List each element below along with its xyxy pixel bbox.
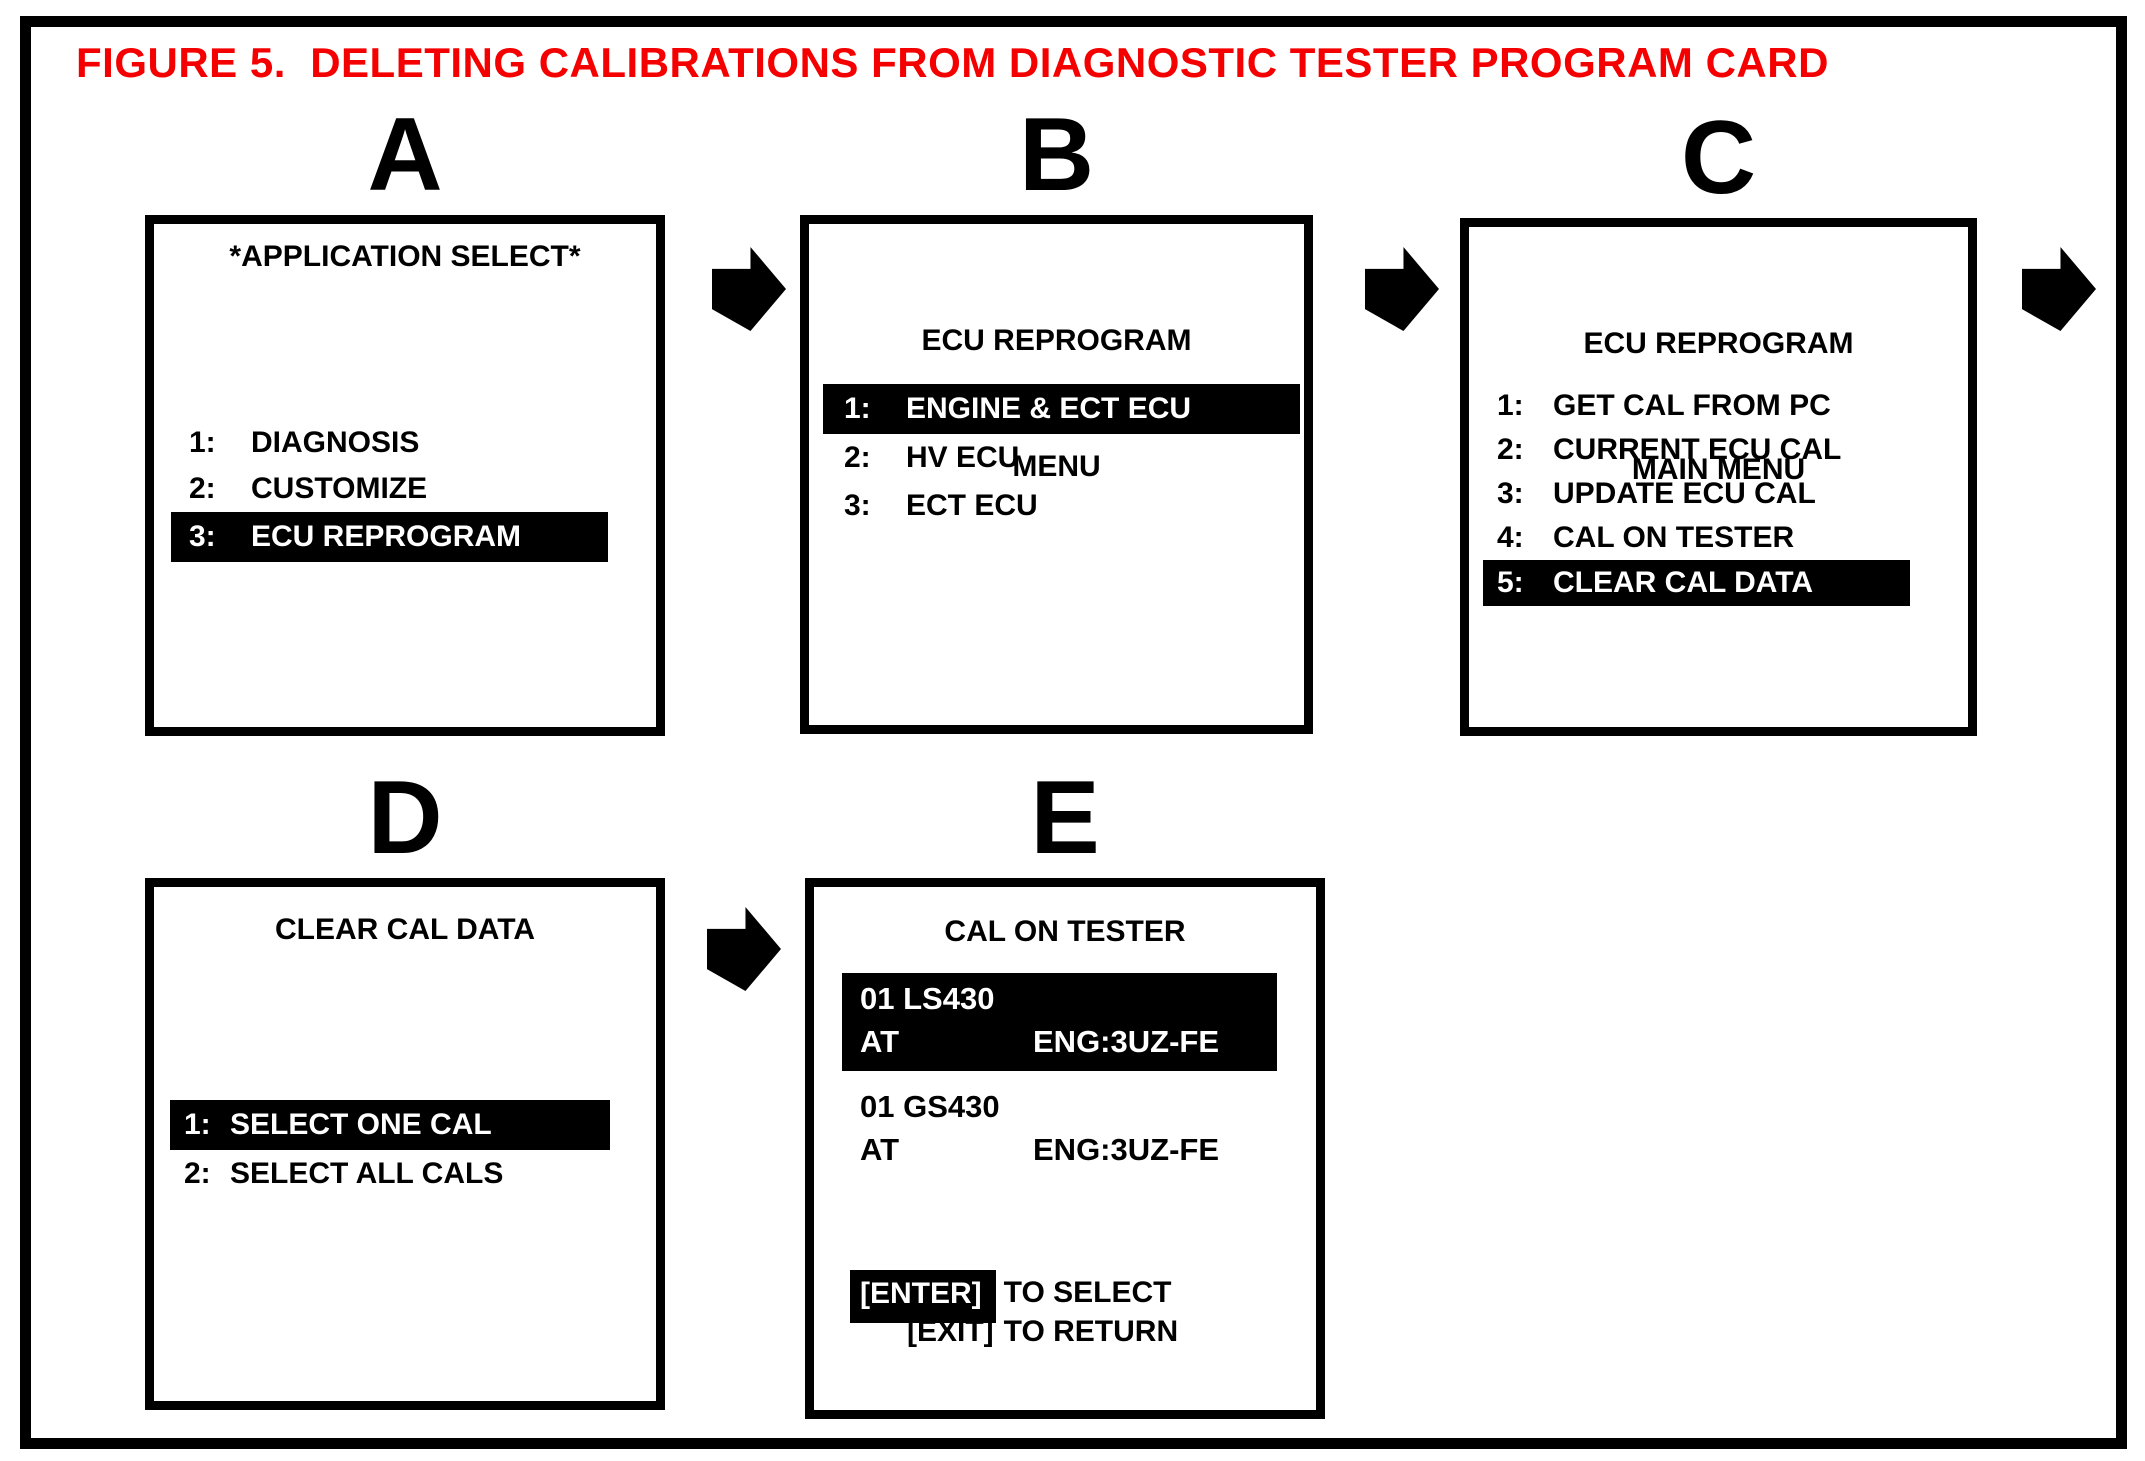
screen-c-label: C [1680, 100, 1757, 216]
screen-b-menu: 1:ENGINE & ECT ECU 2:HV ECU 3:ECT ECU [823, 384, 1300, 530]
screen-b-label: B [1018, 97, 1095, 213]
menu-item: 1:DIAGNOSIS [189, 426, 420, 459]
screen-c-title: ECU REPROGRAM MAIN MENU [1583, 327, 1854, 486]
screen-e-label: E [1030, 760, 1100, 876]
screen-a-menu: 1:DIAGNOSIS 2:CUSTOMIZE 3:ECU REPROGRAM [171, 420, 608, 562]
screen-e-title: CAL ON TESTER [944, 915, 1186, 948]
screen-b-box: ECU REPROGRAM MENU 1:ENGINE & ECT ECU 2:… [800, 215, 1313, 734]
menu-item-selected: 1:ENGINE & ECT ECU [823, 384, 1300, 434]
screen-d-label: D [367, 760, 443, 876]
menu-item: 1:GET CAL FROM PC [1497, 389, 1831, 422]
menu-item: 2:HV ECU [844, 441, 1020, 474]
screen-c-menu: 1:GET CAL FROM PC 2:CURRENT ECU CAL 3:UP… [1483, 384, 1910, 606]
menu-item-selected: 5:CLEAR CAL DATA [1483, 560, 1910, 606]
menu-item: 2:SELECT ALL CALS [184, 1156, 504, 1190]
screen-d-box: CLEAR CAL DATA 1:SELECT ONE CAL 2:SELECT… [145, 878, 665, 1410]
screen-c-box: ECU REPROGRAM MAIN MENU 1:GET CAL FROM P… [1460, 218, 1977, 736]
menu-item: 2:CUSTOMIZE [189, 472, 428, 505]
screen-d-menu: 1:SELECT ONE CAL 2:SELECT ALL CALS [170, 1100, 610, 1197]
screen-a-label: A [367, 97, 443, 213]
enter-key-badge: [ENTER] [850, 1270, 996, 1323]
footer-enter-hint: [ENTER] TO SELECT [850, 1270, 1171, 1323]
footer-exit-hint: [EXIT] TO RETURN [907, 1315, 1179, 1348]
menu-item: 3:ECT ECU [844, 489, 1038, 522]
calibration-model: 01 GS430 [860, 1088, 1000, 1124]
calibration-model: 01 LS430 [860, 980, 995, 1016]
screen-a-box: *APPLICATION SELECT* 1:DIAGNOSIS 2:CUSTO… [145, 215, 665, 736]
exit-key-badge: [EXIT] [907, 1315, 994, 1348]
figure-caption: FIGURE 5. DELETING CALIBRATIONS FROM DIA… [76, 39, 1829, 86]
menu-item-selected: 3:ECU REPROGRAM [171, 512, 608, 562]
screen-b-title: ECU REPROGRAM MENU [921, 324, 1192, 483]
screen-d-title: CLEAR CAL DATA [275, 913, 535, 946]
menu-item: 3:UPDATE ECU CAL [1497, 477, 1816, 510]
menu-item: 4:CAL ON TESTER [1497, 521, 1795, 554]
menu-item-selected: 1:SELECT ONE CAL [170, 1100, 610, 1150]
menu-item: 2:CURRENT ECU CAL [1497, 433, 1842, 466]
screen-a-title: *APPLICATION SELECT* [229, 240, 581, 273]
